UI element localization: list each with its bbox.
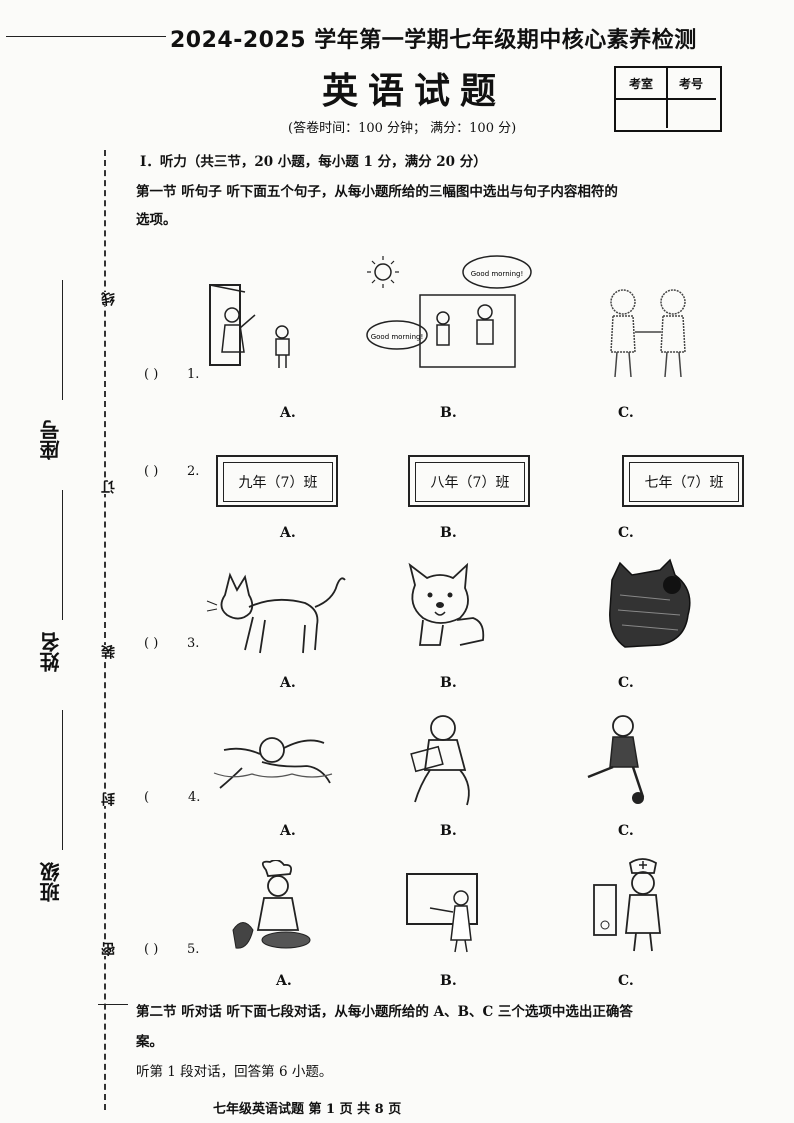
q2-sign-a-text: 九年（7）班 (223, 462, 333, 502)
q5-option-b[interactable]: B. (440, 973, 457, 989)
q1-bubble-b2: Good morning! (471, 270, 524, 278)
q4-option-b[interactable]: B. (440, 823, 457, 839)
exam-id-box: 考室 考号 (614, 66, 722, 132)
answer-blank-4[interactable]: ( (144, 790, 150, 805)
dog-icon (408, 562, 485, 646)
name-line (62, 490, 63, 620)
top-rule (6, 36, 166, 37)
seal-char-2: 订 (99, 480, 119, 494)
q1-option-c[interactable]: C. (618, 405, 634, 421)
reader-icon (410, 715, 470, 806)
seat-line (62, 280, 63, 400)
q1-pic-c (610, 289, 686, 378)
q1-option-b[interactable]: B. (440, 405, 457, 421)
question-number-3: 3. (187, 636, 200, 651)
q1-pic-a (209, 284, 290, 368)
q2-sign-b: 八年（7）班 (408, 455, 530, 507)
swimmer-icon (213, 737, 333, 789)
q2-sign-c-text: 七年（7）班 (629, 462, 739, 502)
question-number-4: 4. (188, 790, 201, 805)
exam-number-field[interactable] (666, 98, 716, 128)
nurse-icon (593, 858, 661, 952)
cat-icon (206, 572, 346, 654)
q2-sign-a: 九年（7）班 (216, 455, 338, 507)
answer-blank-3[interactable]: ( ) (144, 636, 159, 651)
section2-instruction-2: 案。 (136, 1034, 163, 1050)
q2-option-c[interactable]: C. (618, 525, 634, 541)
q3-option-b[interactable]: B. (440, 675, 457, 691)
q5-option-c[interactable]: C. (618, 973, 634, 989)
q2-sign-c: 七年（7）班 (622, 455, 744, 507)
answer-blank-2[interactable]: ( ) (144, 464, 159, 479)
q1-pic-b: Good morning! Good morning! (366, 255, 532, 368)
q2-option-a[interactable]: A. (280, 525, 296, 541)
q3-option-c[interactable]: C. (618, 675, 634, 691)
exam-info: (答卷时间：100 分钟； 满分：100 分) (288, 121, 517, 136)
section2-dialogue-1: 听第 1 段对话，回答第 6 小题。 (136, 1064, 333, 1080)
exam-room-label: 考室 (616, 68, 668, 100)
exam-number-label: 考号 (666, 68, 716, 100)
section1-instruction-1: 第一节 听句子 听下面五个句子，从每小题所给的三幅图中选出与句子内容相符的 (136, 184, 618, 200)
q1-option-a[interactable]: A. (280, 405, 296, 421)
binding-dashed-line (104, 150, 106, 1110)
answer-blank-1[interactable]: ( ) (144, 367, 159, 382)
question-number-5: 5. (187, 942, 200, 957)
question-number-1: 1. (187, 367, 200, 382)
chef-icon (232, 860, 311, 949)
q1-bubble-b1: Good morning! (371, 333, 424, 341)
seal-char-4: 封 (99, 792, 119, 806)
exam-room-field[interactable] (616, 98, 668, 128)
soccer-player-icon (587, 715, 645, 804)
name-label: 姓名 (39, 632, 63, 672)
seal-char-1: 线 (99, 292, 119, 306)
pig-icon (609, 558, 691, 648)
answer-blank-5[interactable]: ( ) (144, 942, 159, 957)
class-label: 班级 (39, 862, 63, 902)
part1-heading: I．听力（共三节，20 小题，每小题 1 分，满分 20 分） (140, 154, 487, 170)
q5-option-a[interactable]: A. (276, 973, 292, 989)
q2-option-b[interactable]: B. (440, 525, 457, 541)
teacher-icon (406, 873, 478, 953)
exam-title: 2024-2025 学年第一学期七年级期中核心素养检测 (170, 28, 697, 53)
q2-sign-b-text: 八年（7）班 (415, 462, 525, 502)
seal-char-3: 装 (99, 645, 119, 659)
seat-label: 座号 (39, 420, 63, 460)
q3-option-a[interactable]: A. (280, 675, 296, 691)
class-line (62, 710, 63, 850)
subject-title: 英语试题 (322, 71, 507, 112)
q4-option-a[interactable]: A. (280, 823, 296, 839)
section2-instruction-1: 第二节 听对话 听下面七段对话，从每小题所给的 A、B、C 三个选项中选出正确答 (136, 1004, 633, 1020)
part2-rule (98, 1004, 128, 1005)
q4-option-c[interactable]: C. (618, 823, 634, 839)
page-footer: 七年级英语试题 第 1 页 共 8 页 (213, 1102, 402, 1117)
seal-char-5: 密 (99, 942, 119, 956)
question-number-2: 2. (187, 464, 200, 479)
section1-instruction-2: 选项。 (136, 212, 177, 228)
